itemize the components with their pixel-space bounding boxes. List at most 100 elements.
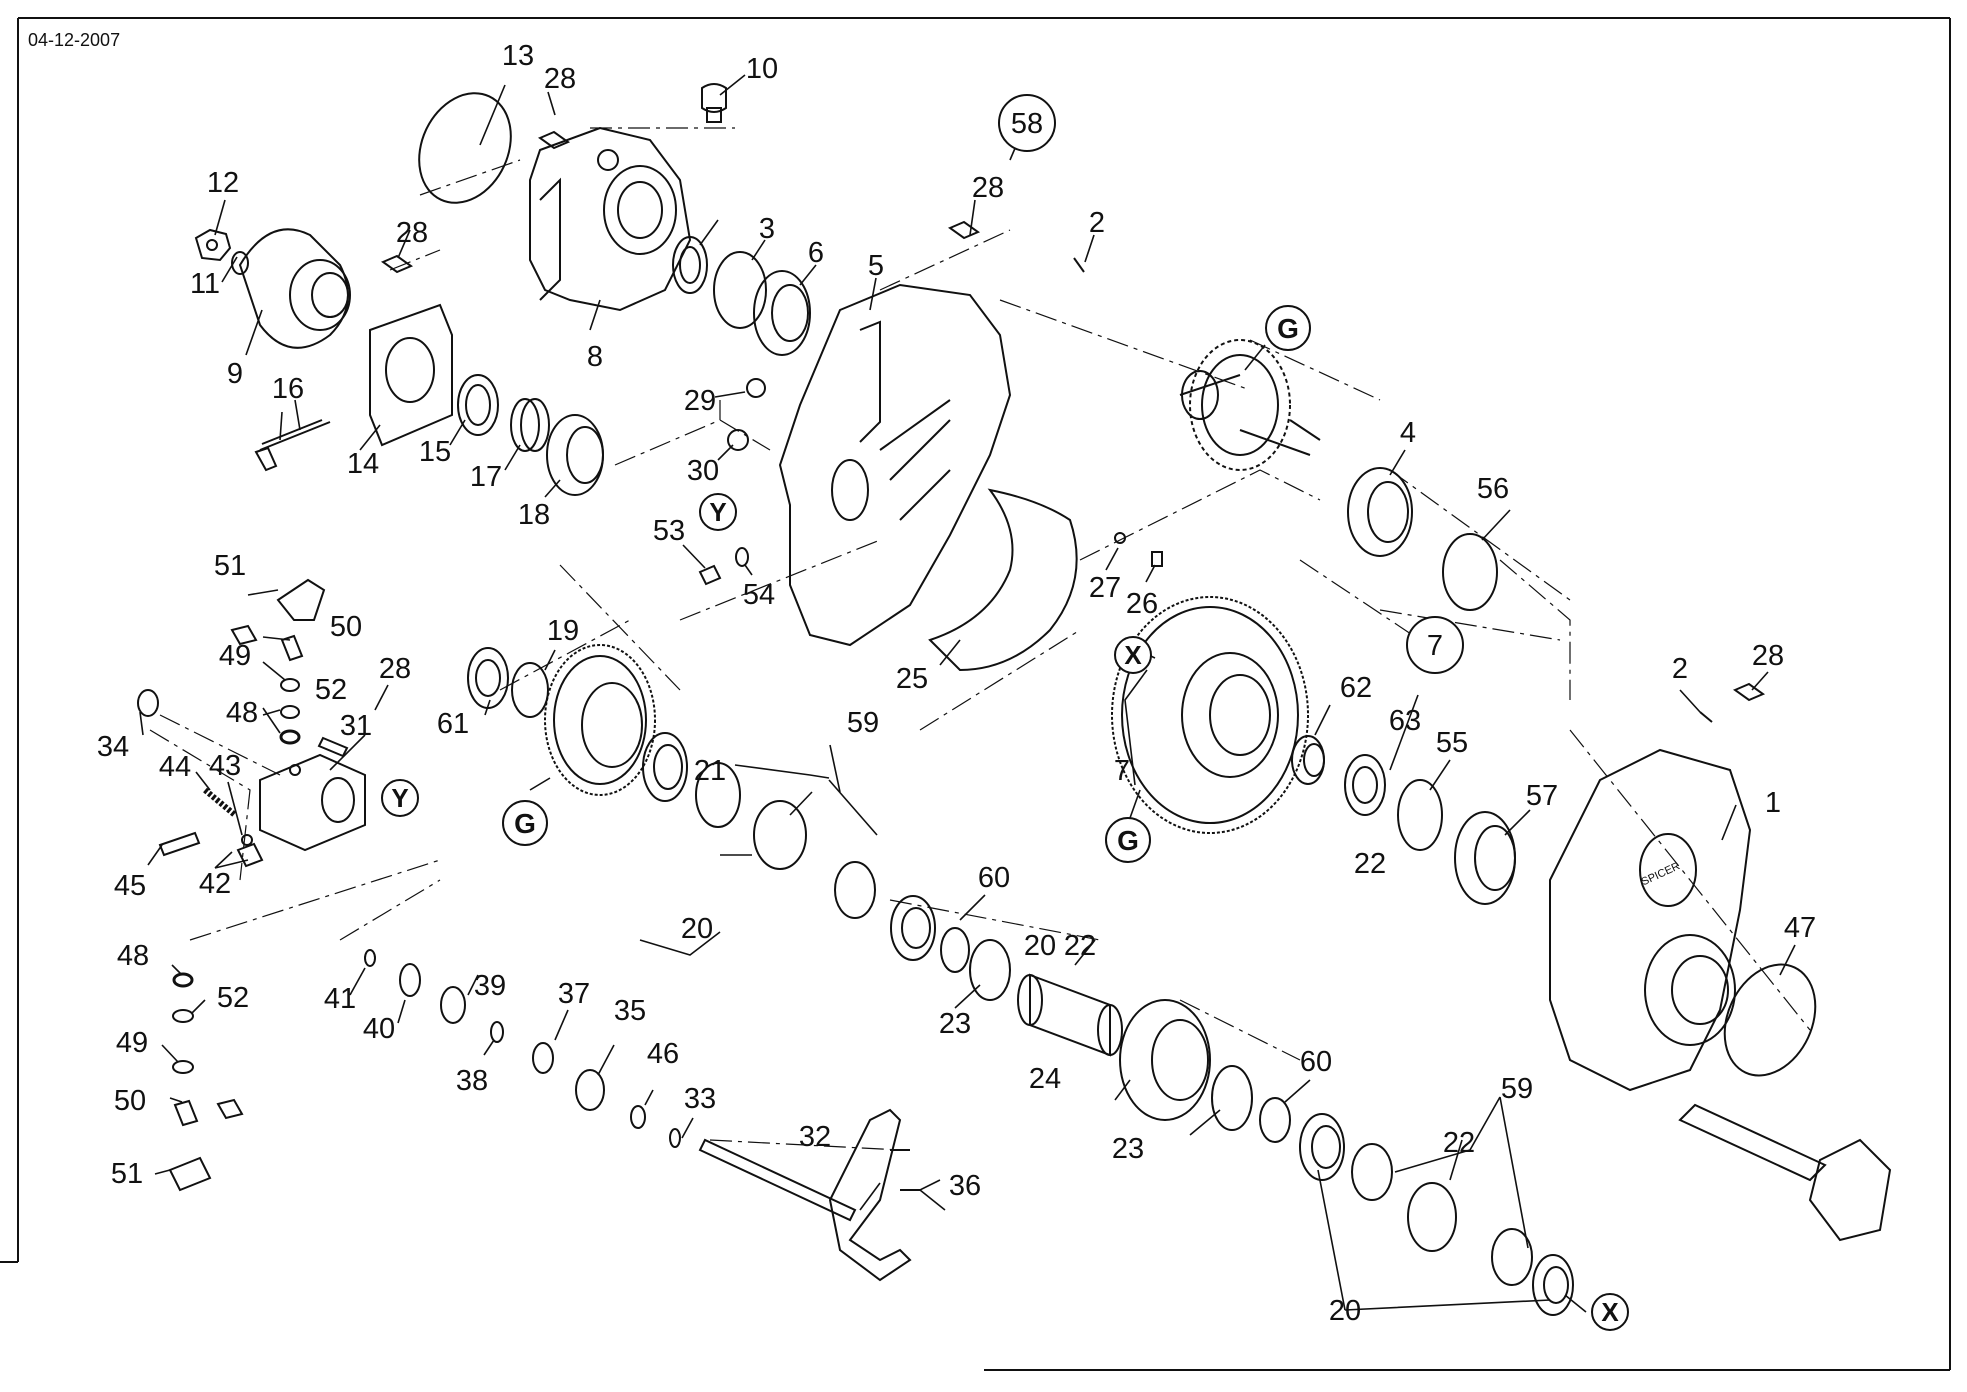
part-label-55: 55	[1436, 727, 1468, 759]
part-label-24: 24	[1029, 1063, 1061, 1095]
part-45-screw	[158, 831, 201, 857]
part-label-9: 9	[227, 358, 243, 390]
part-29-plug	[746, 378, 766, 398]
part-16-shaft-pin	[254, 419, 331, 472]
part-label-42: 42	[199, 868, 231, 900]
part-22-snap-ring-lower	[1407, 1182, 1457, 1252]
part-label-28: 28	[1752, 640, 1784, 672]
reference-marker-label-y: Y	[391, 783, 408, 813]
part-label-48: 48	[117, 940, 149, 972]
part-label-26: 26	[1126, 588, 1158, 620]
part-24-shift-sleeve	[1119, 999, 1211, 1121]
part-20-bearing-x	[1532, 1254, 1574, 1316]
part-51-elbow-upper	[276, 578, 326, 621]
part-43-ball	[241, 834, 253, 846]
part-59-shim-lower	[1491, 1228, 1533, 1286]
part-46-o-ring	[630, 1105, 646, 1129]
reference-marker-g	[502, 800, 548, 846]
part-label-33: 33	[684, 1083, 716, 1115]
circled-callout-label-7: 7	[1427, 630, 1443, 662]
reference-marker-label-g: G	[1277, 313, 1299, 344]
reference-marker-y	[381, 779, 419, 817]
part-48-ring-lower	[172, 972, 194, 988]
part-label-31: 31	[340, 710, 372, 742]
part-label-60: 60	[978, 862, 1010, 894]
part-32-shift-fork	[698, 1108, 920, 1282]
part-label-11: 11	[190, 268, 220, 300]
part-label-8: 8	[587, 341, 603, 373]
part-40-seal	[399, 963, 421, 997]
part-label-2: 2	[1672, 653, 1688, 685]
part-label-22: 22	[1064, 930, 1096, 962]
part-label-54: 54	[743, 579, 775, 611]
part-2-pin-a	[1073, 257, 1085, 273]
part-label-10: 10	[746, 53, 778, 85]
part-label-43: 43	[209, 750, 241, 782]
part-label-63: 63	[1389, 705, 1421, 737]
part-20-bearing-mid	[890, 895, 936, 961]
part-label-28: 28	[396, 217, 428, 249]
part-g-small-gear	[544, 644, 656, 796]
part-label-50: 50	[114, 1085, 146, 1117]
part-label-48: 48	[226, 697, 258, 729]
part-33-ring	[669, 1128, 681, 1148]
part-50-switch-lower	[173, 1098, 244, 1127]
part-label-23: 23	[939, 1008, 971, 1040]
circled-callout-7	[1406, 616, 1464, 674]
part-39-bushing	[440, 986, 466, 1024]
part-label-53: 53	[653, 515, 685, 547]
part-label-32: 32	[799, 1121, 831, 1153]
part-2-pin-b	[1699, 711, 1713, 723]
part-13-large-o-ring	[418, 92, 512, 204]
part-label-25: 25	[896, 663, 928, 695]
part-label-7: 7	[1114, 755, 1130, 787]
part-53-screw	[698, 564, 722, 586]
part-label-37: 37	[558, 978, 590, 1010]
part-6-bearing	[753, 270, 811, 356]
part-label-28: 28	[544, 63, 576, 95]
part-label-44: 44	[159, 751, 191, 783]
part-label-6: 6	[808, 237, 824, 269]
reference-marker-label-x: X	[1601, 1297, 1619, 1327]
part-22-shim-upper	[695, 762, 741, 828]
part-label-52: 52	[315, 674, 347, 706]
part-plug-upper	[230, 624, 258, 646]
part-label-38: 38	[456, 1065, 488, 1097]
part-label-45: 45	[114, 870, 146, 902]
part-61-shim	[467, 647, 509, 709]
part-23-snap-ring-lower	[1211, 1065, 1253, 1131]
reference-marker-x	[1591, 1293, 1629, 1331]
part-19-shim	[511, 662, 549, 718]
part-x-large-gear	[1111, 596, 1309, 834]
part-3-shim	[713, 251, 767, 329]
part-28-screw-a	[947, 220, 981, 240]
part-21-spline-hub	[1017, 973, 1123, 1057]
part-63-shim	[1344, 754, 1386, 816]
part-5-main-housing	[778, 283, 1012, 647]
part-7-seal	[672, 236, 708, 294]
part-label-23: 23	[1112, 1133, 1144, 1165]
part-label-20: 20	[1329, 1295, 1361, 1327]
part-label-20: 20	[681, 913, 713, 945]
part-4-bearing	[1347, 467, 1413, 557]
part-label-28: 28	[972, 172, 1004, 204]
reference-marker-label-g: G	[1117, 825, 1139, 856]
part-label-21: 21	[694, 755, 726, 787]
part-label-60: 60	[1300, 1046, 1332, 1078]
part-25-shield	[928, 488, 1078, 672]
part-g-gear-shaft	[1179, 339, 1321, 471]
part-label-16: 16	[272, 373, 304, 405]
part-60-shim-upper	[940, 927, 970, 973]
centerlines	[149, 127, 1811, 1151]
part-9-flange	[238, 228, 351, 349]
part-label-49: 49	[116, 1027, 148, 1059]
part-label-13: 13	[502, 40, 534, 72]
part-52-ring-upper	[280, 705, 300, 719]
part-62-spacer	[1291, 735, 1325, 785]
part-label-59: 59	[1501, 1073, 1533, 1105]
reference-marker-label-g: G	[514, 808, 536, 839]
part-label-59: 59	[847, 707, 879, 739]
part-label-28: 28	[379, 653, 411, 685]
